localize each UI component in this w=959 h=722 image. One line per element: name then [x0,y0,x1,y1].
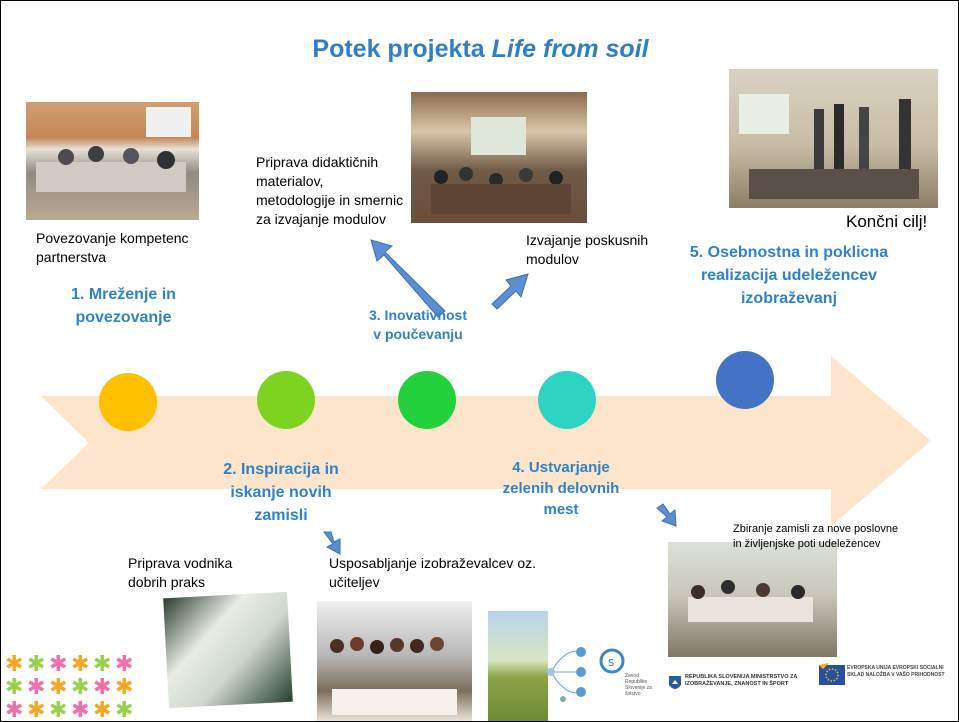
arrow-to-modules [491,273,529,310]
step-2-circle [257,371,315,429]
page-title: Potek projekta Life from soil [1,35,958,64]
title-italic: Life from soil [491,35,649,63]
svg-text:✱: ✱ [5,652,23,677]
svg-text:✱: ✱ [49,698,67,721]
svg-text:✱: ✱ [93,698,111,721]
photo-group-discussion [668,542,837,657]
slovenia-coat-icon [669,676,681,689]
arrow-to-materials [370,239,446,318]
step-5-label: 5. Osebnostna in poklicna realizacija ud… [689,244,889,307]
svg-text:✱: ✱ [49,652,67,677]
note-ideas: Zbiranje zamisli za nove poslovne in živ… [733,523,899,550]
photo-classroom [411,92,587,223]
photo-meeting [26,102,199,220]
arrow-to-ideas [656,503,677,527]
flower-pattern-logo: ✱✱ ✱✱ ✱✱ ✱✱ ✱✱ ✱✱ ✱✱ ✱✱ ✱✱ [5,652,133,721]
eu-logo-text: EVROPSKA UNIJA EVROPSKI SOCIALNI SKLAD N… [847,665,945,678]
svg-text:✱: ✱ [71,698,89,721]
step-4-circle [538,371,596,429]
title-prefix: Potek projekta [312,35,492,63]
note-training: Usposabljanje izobraževalcev oz. učitelj… [329,555,536,590]
svg-text:✱: ✱ [115,675,133,700]
svg-text:s: s [608,655,614,669]
svg-text:✱: ✱ [27,698,45,721]
arrow-to-training [323,531,341,555]
network-icon [547,647,586,702]
photo-teacher-training [317,601,472,721]
svg-text:✱: ✱ [93,675,111,700]
photo-guide-booklet [163,591,293,709]
svg-text:✱: ✱ [27,675,45,700]
eu-flag-icon [819,663,845,685]
ministry-logo-text: REPUBLIKA SLOVENIJA MINISTRSTVO ZA IZOBR… [685,674,798,687]
svg-text:✱: ✱ [27,652,45,677]
note-final-goal: Končni cilj! [846,212,928,231]
step-3-label: 3. Inovativnost v poučevanju [368,307,468,342]
zavod-logo-text: Zavod Republike Slovenije za šolstvo [625,673,652,697]
note-competences: Povezovanje kompetenc partnerstva [36,230,189,265]
svg-text:✱: ✱ [49,675,67,700]
note-trial-modules: Izvajanje poskusnih modulov [526,232,649,267]
step-1-circle [99,373,157,431]
photo-field [488,611,548,721]
note-materials: Priprava didaktičnih materialov, metodol… [256,154,404,227]
svg-text:✱: ✱ [115,698,133,721]
svg-text:✱: ✱ [115,652,133,677]
svg-text:✱: ✱ [5,675,23,700]
zavod-logo-icon: s [599,648,625,674]
svg-text:✱: ✱ [5,698,23,721]
step-1-label: 1. Mreženje in povezovanje [71,286,176,326]
step-2-label: 2. Inspiracija in iskanje novih zamisli [223,461,339,524]
svg-text:✱: ✱ [71,652,89,677]
photo-workshop [729,69,938,208]
step-4-label: 4. Ustvarjanje zelenih delovnih mest [502,459,620,518]
note-guide: Priprava vodnika dobrih praks [128,555,233,590]
svg-text:✱: ✱ [71,675,89,700]
step-3-circle [398,371,456,429]
svg-text:✱: ✱ [93,652,111,677]
step-5-circle [716,351,774,409]
